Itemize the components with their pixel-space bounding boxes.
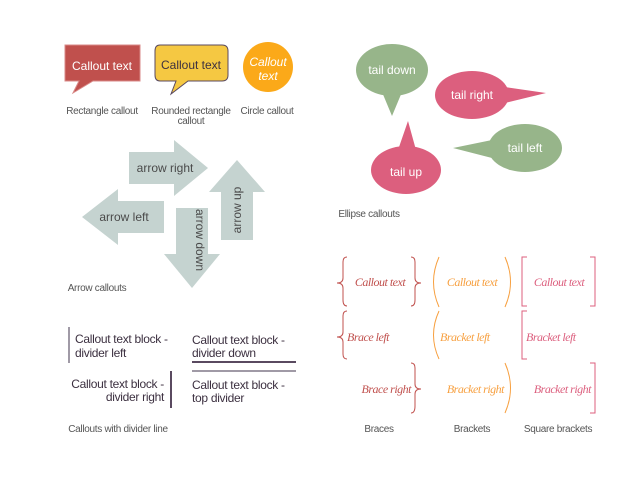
caption: Rectangle callout	[66, 106, 138, 117]
bracket-left-text: Bracket left	[440, 330, 491, 344]
callout-text: Callout text	[161, 58, 222, 72]
caption: Ellipse callouts	[338, 209, 400, 220]
square-bracket-left-text: Bracket left	[526, 330, 577, 344]
arrow-up-text: arrow up	[230, 186, 244, 233]
caption: Circle callout	[240, 106, 294, 117]
caption: Callouts with divider line	[68, 424, 168, 435]
callout-text: Callout	[249, 55, 287, 69]
block-text: top divider	[192, 391, 244, 405]
caption: Square brackets	[524, 424, 593, 435]
arrow-down-text: arrow down	[193, 209, 207, 271]
arrow-callouts: arrow right arrow left arrow down arrow …	[68, 140, 265, 294]
block-text: Callout text block -	[71, 377, 164, 391]
tail-right-text: tail right	[451, 88, 494, 102]
circle-callout: Callout text Circle callout	[240, 42, 294, 117]
divider-callouts: Callout text block - divider left Callou…	[68, 327, 296, 435]
brackets	[433, 256, 511, 414]
block-text: divider left	[75, 346, 127, 360]
caption: Arrow callouts	[68, 283, 127, 294]
bracket-right-text: Bracket right	[447, 382, 505, 396]
callout-text: text	[258, 69, 278, 83]
block-text: divider down	[192, 346, 256, 360]
bracket-text: Callout text	[447, 275, 498, 289]
tail-down-text: tail down	[368, 63, 415, 77]
rounded-rectangle-callout: Callout text Rounded rectangle callout	[151, 44, 232, 127]
ellipse-callouts: tail down tail right tail left tail up E…	[338, 44, 562, 220]
rectangle-callout: Callout text Rectangle callout	[64, 44, 141, 117]
braces	[336, 256, 422, 414]
arrow-right-text: arrow right	[137, 161, 194, 175]
tail-up-text: tail up	[390, 165, 422, 179]
callout-text: Callout text	[72, 59, 133, 73]
caption: Brackets	[454, 424, 491, 435]
brace-text: Callout text	[355, 275, 406, 289]
block-text: Callout text block -	[75, 332, 168, 346]
square-bracket-text: Callout text	[534, 275, 585, 289]
caption: Braces	[364, 424, 394, 435]
arrow-left-text: arrow left	[99, 210, 149, 224]
tail-left-text: tail left	[508, 141, 543, 155]
caption: callout	[178, 116, 205, 127]
brace-left-text: Brace left	[347, 330, 390, 344]
caption: Rounded rectangle	[151, 106, 231, 117]
block-text: Callout text block -	[192, 378, 285, 392]
square-bracket-right-text: Bracket right	[534, 382, 592, 396]
block-text: divider right	[106, 390, 165, 404]
brace-right-text: Brace right	[362, 382, 413, 396]
square-brackets	[521, 256, 596, 414]
block-text: Callout text block -	[192, 333, 285, 347]
